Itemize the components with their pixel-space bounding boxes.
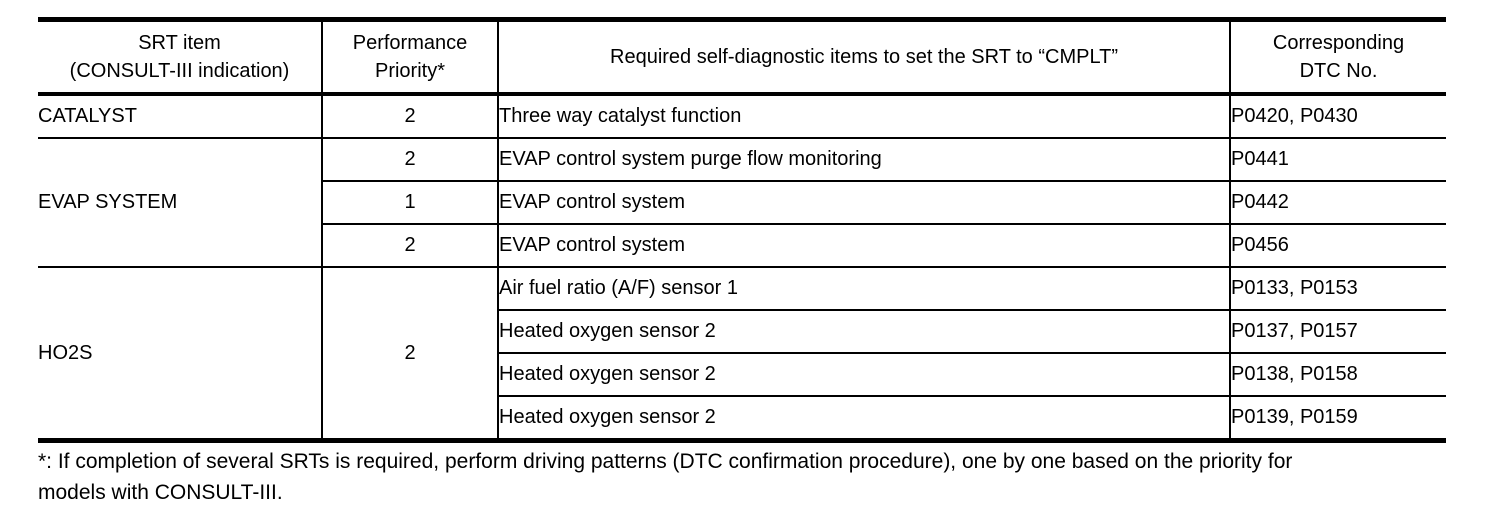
footnote-line2: models with CONSULT-III. <box>38 481 283 504</box>
table-row-ho2s-3: Heated oxygen sensor 2 P0138, P0158 <box>38 352 1446 397</box>
table-row-ho2s-1: HO2S 2 Air fuel ratio (A/F) sensor 1 P01… <box>38 266 1446 442</box>
cell-diagnostic: EVAP control system <box>498 223 1231 268</box>
table-row-ho2s-4: Heated oxygen sensor 2 P0139, P0159 <box>38 395 1446 442</box>
cell-priority: 2 <box>322 93 499 139</box>
header-required-items-line1: Required self-diagnostic items to set th… <box>610 46 1118 68</box>
cell-priority: 2 <box>322 223 499 268</box>
table-header-row: SRT item (CONSULT-III indication) Perfor… <box>38 19 1446 96</box>
header-srt-item-line1: SRT item <box>138 32 221 54</box>
table-row-catalyst: CATALYST 2 Three way catalyst function P… <box>38 93 1446 139</box>
header-srt-item: SRT item (CONSULT-III indication) <box>38 19 323 96</box>
cell-diagnostic: EVAP control system purge flow monitorin… <box>498 137 1231 182</box>
cell-dtc: P0137, P0157 <box>1230 309 1446 354</box>
cell-dtc: P0441 <box>1230 137 1446 182</box>
header-dtc-no-line1: Corresponding <box>1272 32 1405 54</box>
cell-srt-item-evap-system: EVAP SYSTEM <box>38 137 323 268</box>
table-row-evap-2: 1 EVAP control system P0442 <box>38 180 1446 225</box>
cell-priority-ho2s: 2 <box>322 266 499 442</box>
header-performance-priority-line2: Priority* <box>374 60 445 82</box>
table-row-ho2s-2: Heated oxygen sensor 2 P0137, P0157 <box>38 309 1446 354</box>
header-srt-item-line2: (CONSULT-III indication) <box>69 60 290 82</box>
table-row-evap-1: EVAP SYSTEM 2 EVAP control system purge … <box>38 137 1446 268</box>
footnote: *: If completion of several SRTs is requ… <box>38 446 1292 508</box>
srt-diagnostic-table: SRT item (CONSULT-III indication) Perfor… <box>38 17 1446 443</box>
cell-diagnostic: Heated oxygen sensor 2 <box>498 309 1231 354</box>
header-required-items: Required self-diagnostic items to set th… <box>498 19 1231 96</box>
footnote-line1: *: If completion of several SRTs is requ… <box>38 450 1293 473</box>
header-dtc-no: Corresponding DTC No. <box>1230 19 1446 96</box>
cell-dtc: P0456 <box>1230 223 1446 268</box>
header-dtc-no-line2: DTC No. <box>1299 60 1378 82</box>
cell-srt-item-catalyst: CATALYST <box>38 93 323 139</box>
cell-diagnostic: Air fuel ratio (A/F) sensor 1 <box>498 266 1231 311</box>
cell-diagnostic: EVAP control system <box>498 180 1231 225</box>
cell-dtc: P0420, P0430 <box>1230 93 1446 139</box>
cell-diagnostic: Heated oxygen sensor 2 <box>498 395 1231 442</box>
cell-priority: 1 <box>322 180 499 225</box>
cell-priority: 2 <box>322 137 499 182</box>
cell-diagnostic: Heated oxygen sensor 2 <box>498 352 1231 397</box>
cell-diagnostic: Three way catalyst function <box>498 93 1231 139</box>
cell-dtc: P0133, P0153 <box>1230 266 1446 311</box>
table-row-evap-3: 2 EVAP control system P0456 <box>38 223 1446 268</box>
cell-dtc: P0138, P0158 <box>1230 352 1446 397</box>
cell-dtc: P0442 <box>1230 180 1446 225</box>
header-performance-priority: Performance Priority* <box>322 19 499 96</box>
cell-srt-item-ho2s: HO2S <box>38 266 323 442</box>
cell-dtc: P0139, P0159 <box>1230 395 1446 442</box>
header-performance-priority-line1: Performance <box>352 32 468 54</box>
